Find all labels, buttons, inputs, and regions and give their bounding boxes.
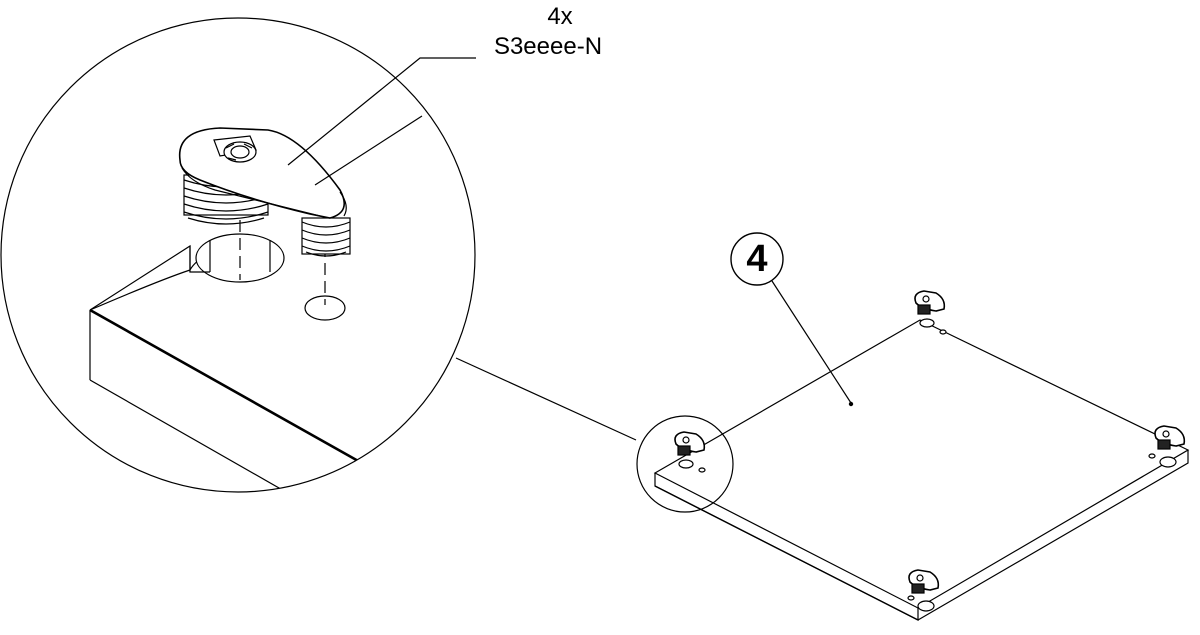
magnify-marker-circle (636, 415, 734, 513)
step-leader-line (771, 280, 852, 404)
panel-top-face (653, 319, 1190, 609)
panel-main-view (636, 232, 1190, 621)
threaded-pin (301, 217, 351, 257)
label-leader-line-2 (314, 115, 423, 186)
step-number: 4 (746, 238, 768, 280)
callout-leaders (287, 57, 637, 441)
panel-holes (678, 318, 1177, 612)
quantity-label: 4x (547, 3, 573, 30)
zoom-link-line (455, 357, 637, 441)
panel-fitting-1 (674, 431, 706, 456)
dowel-hole (304, 295, 346, 321)
step-number-circle (730, 232, 784, 286)
panel-corner-detail (89, 220, 361, 492)
panel-fitting-2 (914, 290, 946, 315)
panel-fitting-3 (1154, 425, 1186, 450)
label-leader-line (287, 57, 476, 166)
part-code-label: S3eeee-N (493, 33, 603, 60)
panel-right-edge (917, 450, 1189, 621)
panel-fitting-4 (908, 569, 940, 594)
detail-zoom-view (0, 17, 476, 493)
connector-fitting-detail (178, 127, 351, 257)
